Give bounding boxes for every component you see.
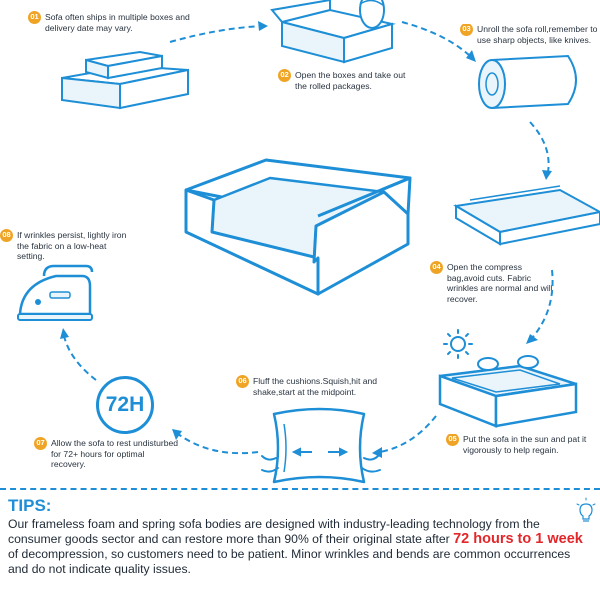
step-02-text: Open the boxes and take out the rolled p… xyxy=(295,70,406,91)
step-01-badge: 01 xyxy=(28,11,41,24)
step-03: 03 Unroll the sofa roll,remember to use s… xyxy=(460,24,600,45)
step-05: 05 Put the sofa in the sun and pat it vig… xyxy=(446,434,600,455)
step-07: 07 Allow the sofa to rest undisturbed for… xyxy=(34,437,184,470)
timer-label: 72H xyxy=(105,393,145,416)
tips-text-after: of decompression, so customers need to b… xyxy=(8,547,571,576)
tips-title: TIPS: xyxy=(8,496,52,515)
step-04-badge: 04 xyxy=(430,261,443,274)
step-01: 01 Sofa often ships in multiple boxes and… xyxy=(28,11,198,33)
tips-body: Our frameless foam and spring sofa bodie… xyxy=(8,517,588,577)
step-07-text: Allow the sofa to rest undisturbed for 7… xyxy=(51,438,179,470)
step-06-text: Fluff the cushions.Squish,hit and shake,… xyxy=(253,376,378,397)
step-08: 08 If wrinkles persist, lightly iron the … xyxy=(0,229,134,262)
step-04: 04 Open the compress bag,avoid cuts. Fabr… xyxy=(430,261,560,304)
step-08-badge: 08 xyxy=(0,229,13,242)
step-04-text: Open the compress bag,avoid cuts. Fabric… xyxy=(447,262,553,304)
step-05-text: Put the sofa in the sun and pat it vigor… xyxy=(463,434,587,455)
step-06-badge: 06 xyxy=(236,375,249,388)
step-03-text: Unroll the sofa roll,remember to use sha… xyxy=(477,24,598,45)
tips-highlight: 72 hours to 1 week xyxy=(453,531,583,547)
step-02-badge: 02 xyxy=(278,69,291,82)
tips-text-before: Our frameless foam and spring sofa bodie… xyxy=(8,517,540,546)
step-01-text: Sofa often ships in multiple boxes and d… xyxy=(45,12,190,33)
tips-divider xyxy=(0,488,600,490)
step-06: 06 Fluff the cushions.Squish,hit and shak… xyxy=(236,375,396,397)
step-07-badge: 07 xyxy=(34,437,47,450)
step-08-text: If wrinkles persist, lightly iron the fa… xyxy=(17,230,127,262)
step-03-badge: 03 xyxy=(460,24,473,36)
clock-icon: 72H xyxy=(96,376,154,434)
step-02: 02 Open the boxes and take out the rolled… xyxy=(278,69,418,91)
step-05-badge: 05 xyxy=(446,434,459,446)
